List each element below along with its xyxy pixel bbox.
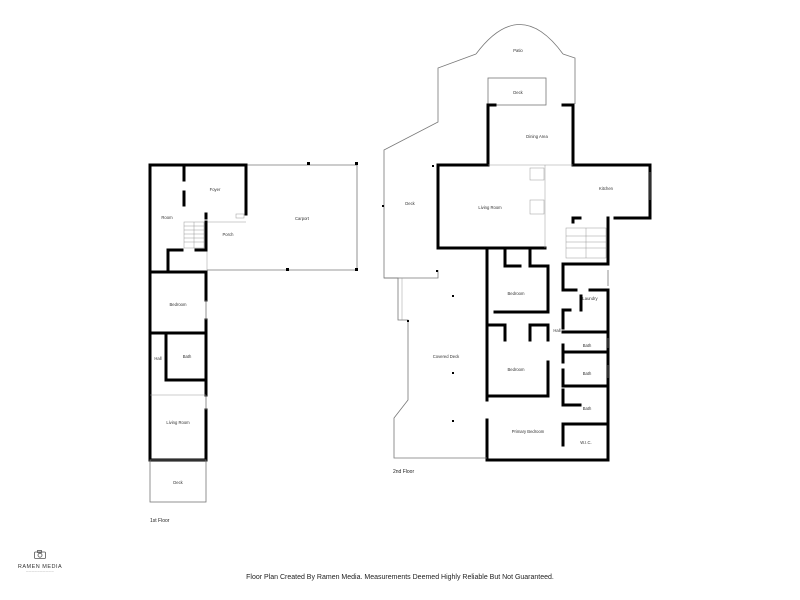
room-living-second: Living Room	[478, 205, 502, 210]
room-patio: Patio	[513, 48, 523, 53]
camera-icon	[34, 550, 46, 559]
room-bath-1: Bath	[583, 343, 592, 348]
second-floor	[382, 24, 652, 462]
room-hall-first: Hall	[154, 356, 161, 361]
room-foyer: Foyer	[210, 187, 221, 192]
room-carport: Carport	[295, 216, 310, 221]
room-bedroom-1: Bedroom	[508, 291, 526, 296]
room-living-first: Living Room	[166, 420, 190, 425]
room-bedroom-first: Bedroom	[170, 302, 188, 307]
room-porch: Porch	[223, 232, 235, 237]
room-deck-top: Deck	[513, 90, 523, 95]
floor-label-second: 2nd Floor	[393, 469, 414, 475]
room-bedroom-2: Bedroom	[508, 367, 526, 372]
logo-tagline: ——————————	[26, 570, 54, 573]
first-floor	[148, 162, 358, 503]
room-room: Room	[161, 215, 173, 220]
room-laundry: Laundry	[582, 296, 598, 301]
floor-label-first: 1st Floor	[150, 518, 170, 524]
logo-text: RAMEN MEDIA	[17, 564, 63, 570]
room-bath-2: Bath	[583, 371, 592, 376]
room-bath-first: Bath	[183, 354, 192, 359]
caption: Floor Plan Created By Ramen Media. Measu…	[246, 574, 554, 581]
room-bath-3: Bath	[583, 406, 592, 411]
room-deck-first: Deck	[173, 480, 183, 485]
room-hall-second: Hall	[553, 328, 560, 333]
room-primary-bedroom: Primary Bedroom	[512, 429, 545, 434]
room-covered-deck: Covered Deck	[433, 354, 460, 359]
room-wic: W.I.C.	[580, 440, 591, 445]
room-kitchen: Kitchen	[599, 186, 614, 191]
stairs-first	[183, 221, 205, 249]
stairs-second	[565, 227, 607, 259]
room-deck-side: Deck	[405, 201, 415, 206]
room-dining: Dining Area	[526, 134, 548, 139]
logo: RAMEN MEDIA ——————————	[16, 546, 64, 573]
